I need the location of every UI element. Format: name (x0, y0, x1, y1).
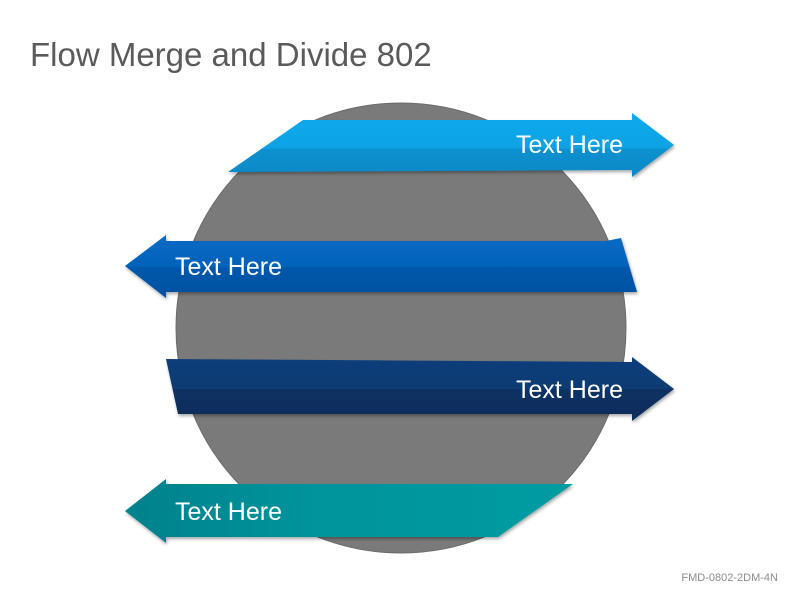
arrow-2-shape (125, 235, 637, 298)
arrow-4-label: Text Here (175, 498, 282, 526)
center-circle (175, 102, 627, 554)
arrow-4: Text Here (125, 479, 573, 543)
arrow-1-label: Text Here (516, 131, 623, 159)
page-title: Flow Merge and Divide 802 (30, 36, 432, 73)
arrow-2-label: Text Here (175, 253, 282, 281)
arrow-1-shape (228, 113, 674, 177)
arrow-3: Text Here (166, 357, 674, 421)
arrow-2: Text Here (125, 235, 637, 298)
slide-code: FMD-0802-2DM-4N (681, 572, 778, 584)
arrow-4-shape (125, 479, 573, 543)
arrow-3-label: Text Here (516, 376, 623, 404)
arrow-3-shape (166, 357, 674, 421)
arrow-1: Text Here (228, 113, 674, 177)
